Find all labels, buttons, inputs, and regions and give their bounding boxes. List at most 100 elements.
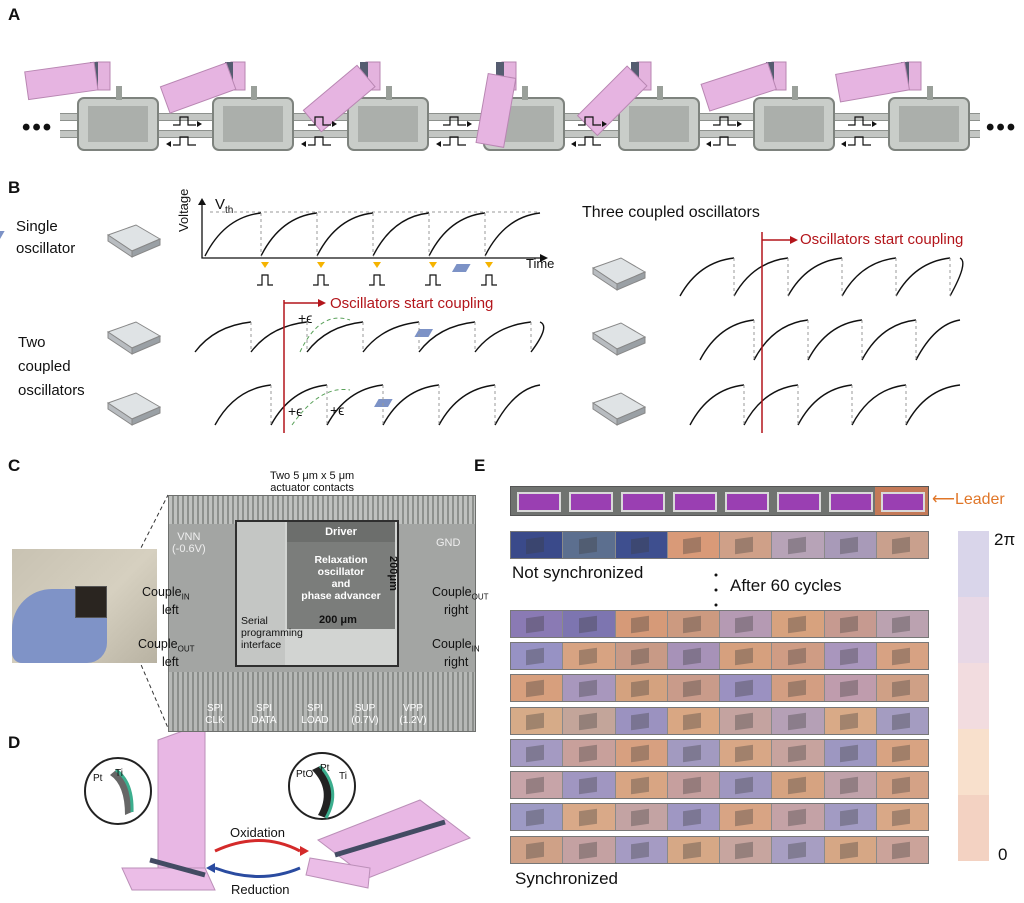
actuator-tile [787,841,807,859]
actuator-tile [630,615,650,633]
actuator-tile [683,647,702,665]
spike-marker-icon [485,262,493,268]
pulse-glyph [425,274,441,286]
pt-left-label: Pt [93,773,103,784]
vnn-label: VNN (-0.6V) [172,531,206,555]
actuator-panel [302,64,376,133]
oscillator-block: Relaxation oscillator and phase advancer [287,542,395,629]
phase-cell [824,740,877,766]
oscillator-chip-icon [591,322,647,350]
actuator-tile [630,647,650,665]
phase-cell [615,532,668,558]
phase-cell [876,708,928,734]
two-start-coupling-label: Oscillators start coupling [330,295,494,312]
phase-cell [720,675,773,701]
phase-cell [615,675,668,701]
actuator-tile [892,808,911,826]
single-waveform [204,212,541,257]
actuator-tile [526,776,545,794]
vth-main: V [215,196,226,213]
panel-a: ••• ••• [0,0,1024,170]
chip-circuit [764,106,824,142]
pulse-glyph [443,136,466,146]
chip-die [75,586,107,618]
pto-label: PtO [296,769,314,780]
oscillator-chip-side [107,331,133,355]
phase-cell [772,740,825,766]
pulse-glyph [173,136,196,146]
phase-cell [615,772,668,798]
phase-cell [720,837,773,863]
oscillator-chip-icon [591,257,647,285]
blue-arrow-icon [206,863,215,873]
oscillator-chip-side [131,335,161,355]
arrow-right-icon [467,121,472,127]
chip-circuit [88,106,148,142]
actuator-tile [839,744,859,762]
two-coupled-label: Two coupled oscillators [18,334,85,399]
oscillator-chip-side [592,332,618,356]
phase-row [510,642,929,670]
actuator-tile [787,679,807,697]
actuator-tile [630,712,650,730]
oscillator-chip-side [592,402,618,426]
phase-cell [720,611,773,637]
actuator-tile [683,712,702,730]
phase-cell [772,837,825,863]
two-coupled-waveform-bottom [214,384,541,426]
phase-cell [876,740,928,766]
actuator-tile [683,776,702,794]
oscillator-chip-side [107,402,133,426]
actuator-tile [683,615,702,633]
actuator-tile [735,615,754,633]
actuator-panel [475,72,517,148]
phase-cell [511,804,564,830]
phase-cell [772,532,825,558]
phase-cell [772,804,825,830]
oxidation-arrow [214,839,301,853]
leader-strip [510,486,929,516]
epsilon-top: +ϵ [298,310,313,326]
actuator-tile [630,536,650,554]
phase-row [510,803,929,831]
single-oscillator-label: Single oscillator [16,218,76,257]
arrow-right-icon [602,121,607,127]
reduction-label: Reduction [231,882,290,897]
actuator-tile [787,712,807,730]
phase-cell [563,804,616,830]
actuator-tile [839,712,859,730]
ellipsis-left: ••• [22,114,54,141]
pulse-glyph [257,274,273,286]
phase-row [510,531,929,559]
three-coupled-label: Three coupled oscillators [582,204,760,221]
phase-row [510,610,929,638]
phase-row [510,739,929,767]
panel-label-b: B [8,178,21,197]
leader-arrow-icon: ⟵ [932,491,955,508]
chip-pad [374,399,393,407]
actuator-tile [839,536,859,554]
actuator-tile [526,679,545,697]
scale-top-label: 2π [994,530,1016,549]
arrow-left-icon [166,141,171,147]
phase-cell [615,643,668,669]
actuator-panel [24,61,99,101]
pulse-glyph [481,274,497,286]
phase-cell [824,532,877,558]
actuator-tile [892,615,911,633]
two-coupled-waveform-top [194,321,545,353]
arrow-right-icon [737,121,742,127]
actuator-tile [735,808,754,826]
phase-cell [511,675,564,701]
actuator-tile [892,841,911,859]
ti-left-label: Ti [115,768,123,779]
actuator-tile [578,615,598,633]
chip-photo [12,549,157,663]
oscillator-chip-side [107,234,133,258]
arrow-left-icon [841,141,846,147]
actuator-tile [630,808,650,826]
actuator-tile [892,536,911,554]
phase-cell [824,772,877,798]
actuator-tile [892,776,911,794]
actuator-tile [839,808,859,826]
